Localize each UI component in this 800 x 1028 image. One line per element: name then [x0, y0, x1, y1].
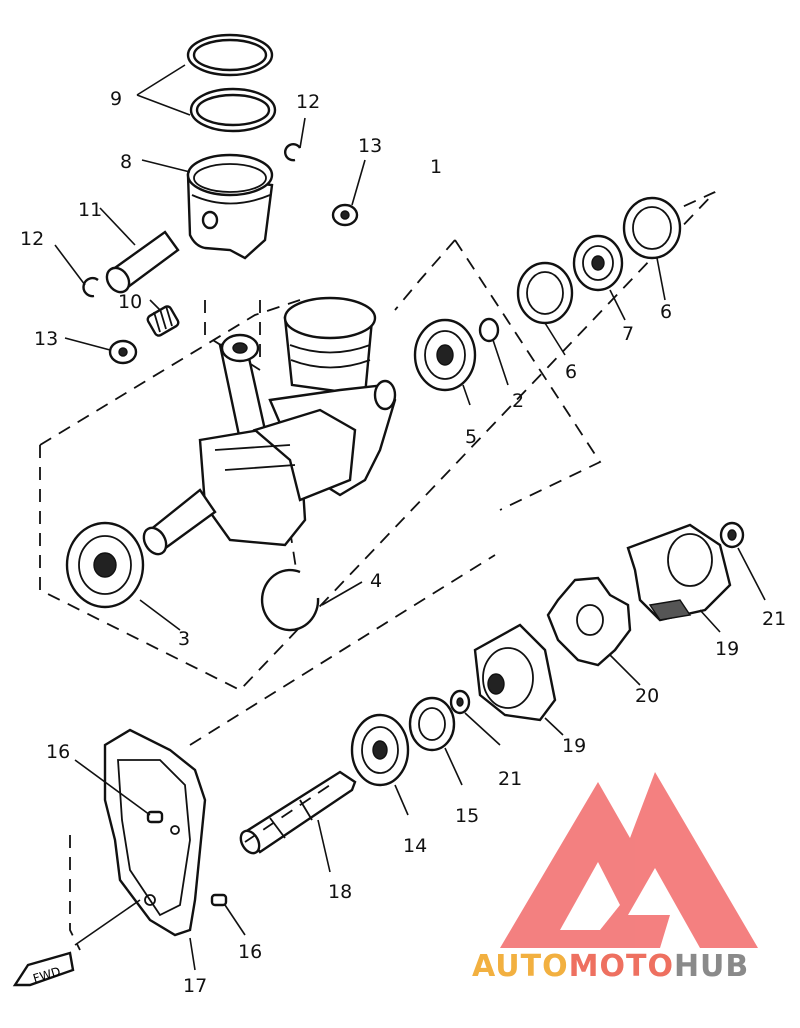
dowel-pin-16a: [74, 759, 164, 824]
bearing-7: [572, 234, 626, 321]
callout-labels: 1 2 3 4 5 6 6 7 8 9 10 11 12 12 13 13 14…: [20, 88, 786, 997]
callout-6a: 6: [565, 361, 577, 383]
coupler-19-left: [473, 623, 564, 736]
alignment-line-gasket: [189, 554, 496, 746]
callout-14: 14: [403, 835, 427, 857]
callout-8: 8: [120, 151, 132, 173]
watermark-text: AUTOMOTOHUB: [472, 949, 749, 984]
automotohub-logo: [500, 772, 758, 948]
logo-triangle-icon: [500, 772, 758, 948]
bearing-15: [408, 696, 463, 786]
crankshaft: [142, 296, 397, 556]
callout-19b: 19: [562, 735, 586, 757]
callout-6b: 6: [660, 301, 672, 323]
callout-12b: 12: [296, 91, 320, 113]
oil-seal-6a: [516, 261, 574, 356]
callout-18: 18: [328, 881, 352, 903]
callout-11: 11: [78, 199, 102, 221]
oil-seal-6b: [622, 196, 682, 301]
callout-16b: 16: [238, 941, 262, 963]
rubber-damper-20: [546, 576, 641, 686]
dowel-pin-16b: [210, 893, 246, 936]
callout-16a: 16: [46, 741, 70, 763]
callout-13b: 13: [34, 328, 58, 350]
crankshaft-assembly-boundary: [39, 191, 716, 692]
front-bearing-3: [65, 521, 181, 631]
callout-21b: 21: [498, 768, 522, 790]
drive-shaft-18: [239, 770, 357, 873]
callout-4: 4: [370, 570, 382, 592]
callout-19a: 19: [715, 638, 739, 660]
watermark-moto: MOTO: [569, 949, 674, 984]
coupler-19-right: [626, 523, 732, 633]
watermark-hub: HUB: [674, 949, 749, 984]
callout-12a: 12: [20, 228, 44, 250]
circlip-right: [284, 117, 306, 162]
gasket-17: [69, 728, 207, 971]
wrist-pin: [99, 207, 180, 294]
thrust-washer-right: [331, 159, 366, 227]
callout-21a: 21: [762, 608, 786, 630]
piston-rings: [136, 33, 277, 133]
callout-7: 7: [622, 323, 634, 345]
watermark-auto: AUTO: [472, 949, 569, 984]
alignment-line-shaft: [244, 784, 331, 843]
snap-ring-4: [260, 568, 363, 632]
thrust-washer-left: [64, 337, 138, 365]
needle-bearing: [146, 299, 180, 337]
callout-1: 1: [430, 156, 442, 178]
callout-15: 15: [455, 805, 479, 827]
fwd-arrow: FWD: [12, 951, 75, 987]
callout-13a: 13: [358, 135, 382, 157]
piston: [141, 153, 274, 260]
bearing-14: [350, 713, 410, 816]
callout-10: 10: [118, 291, 142, 313]
callout-17: 17: [183, 975, 207, 997]
callout-20: 20: [635, 685, 659, 707]
washer-21-right: [719, 521, 766, 601]
callout-2: 2: [512, 390, 524, 412]
crank-bearing-5: [413, 318, 477, 406]
callout-3: 3: [178, 628, 190, 650]
callout-5: 5: [465, 426, 477, 448]
callout-9: 9: [110, 88, 122, 110]
o-ring-2: [478, 317, 509, 386]
circlip-left: [54, 244, 99, 298]
washer-21-left: [449, 689, 501, 746]
